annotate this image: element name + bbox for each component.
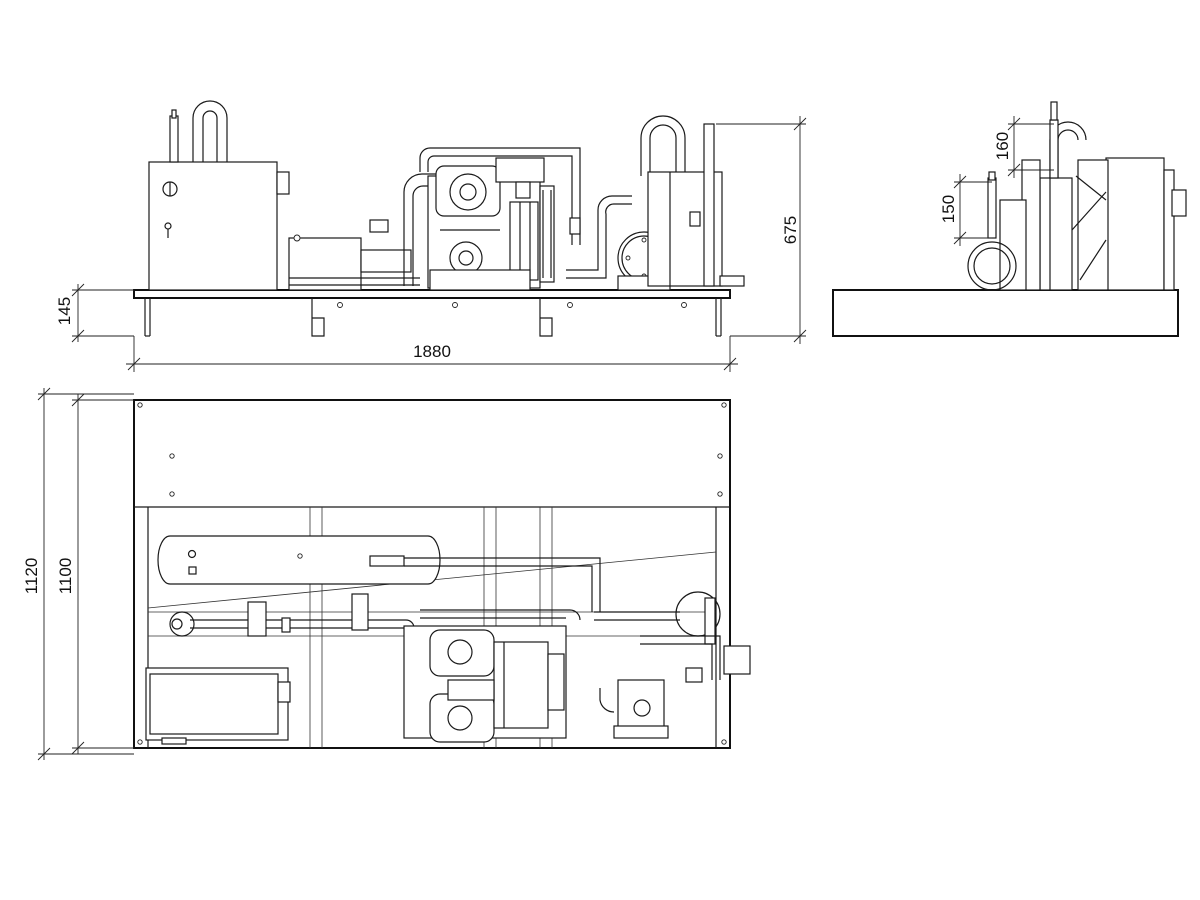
plan-compressor bbox=[403, 625, 567, 743]
dim-label-side-lower: 150 bbox=[939, 195, 958, 223]
dim-label-frame-depth: 1100 bbox=[56, 558, 75, 595]
dim-label-overall-length: 1880 bbox=[413, 342, 451, 361]
suction-pipe bbox=[288, 219, 420, 291]
dim-label-overall-height: 675 bbox=[781, 216, 800, 244]
side-base bbox=[832, 289, 1179, 337]
plan-suction-pipe bbox=[169, 593, 415, 637]
dim-label-base-height: 145 bbox=[55, 297, 74, 325]
plan-frame bbox=[133, 399, 731, 749]
base-frame bbox=[133, 289, 731, 337]
dimensions bbox=[37, 116, 1054, 761]
front-view bbox=[133, 100, 745, 337]
right-pipe-loop bbox=[640, 115, 745, 287]
dim-label-overall-depth: 1120 bbox=[22, 558, 41, 595]
left-pipe-loop bbox=[169, 100, 228, 163]
compressor bbox=[403, 147, 581, 291]
plan-electrical-box bbox=[145, 667, 291, 745]
plan-view bbox=[133, 399, 751, 749]
control-box bbox=[148, 161, 290, 291]
side-view bbox=[832, 101, 1187, 337]
receiver-tank bbox=[157, 535, 441, 585]
dim-label-side-upper: 160 bbox=[993, 132, 1012, 160]
plan-right-components bbox=[599, 635, 751, 739]
